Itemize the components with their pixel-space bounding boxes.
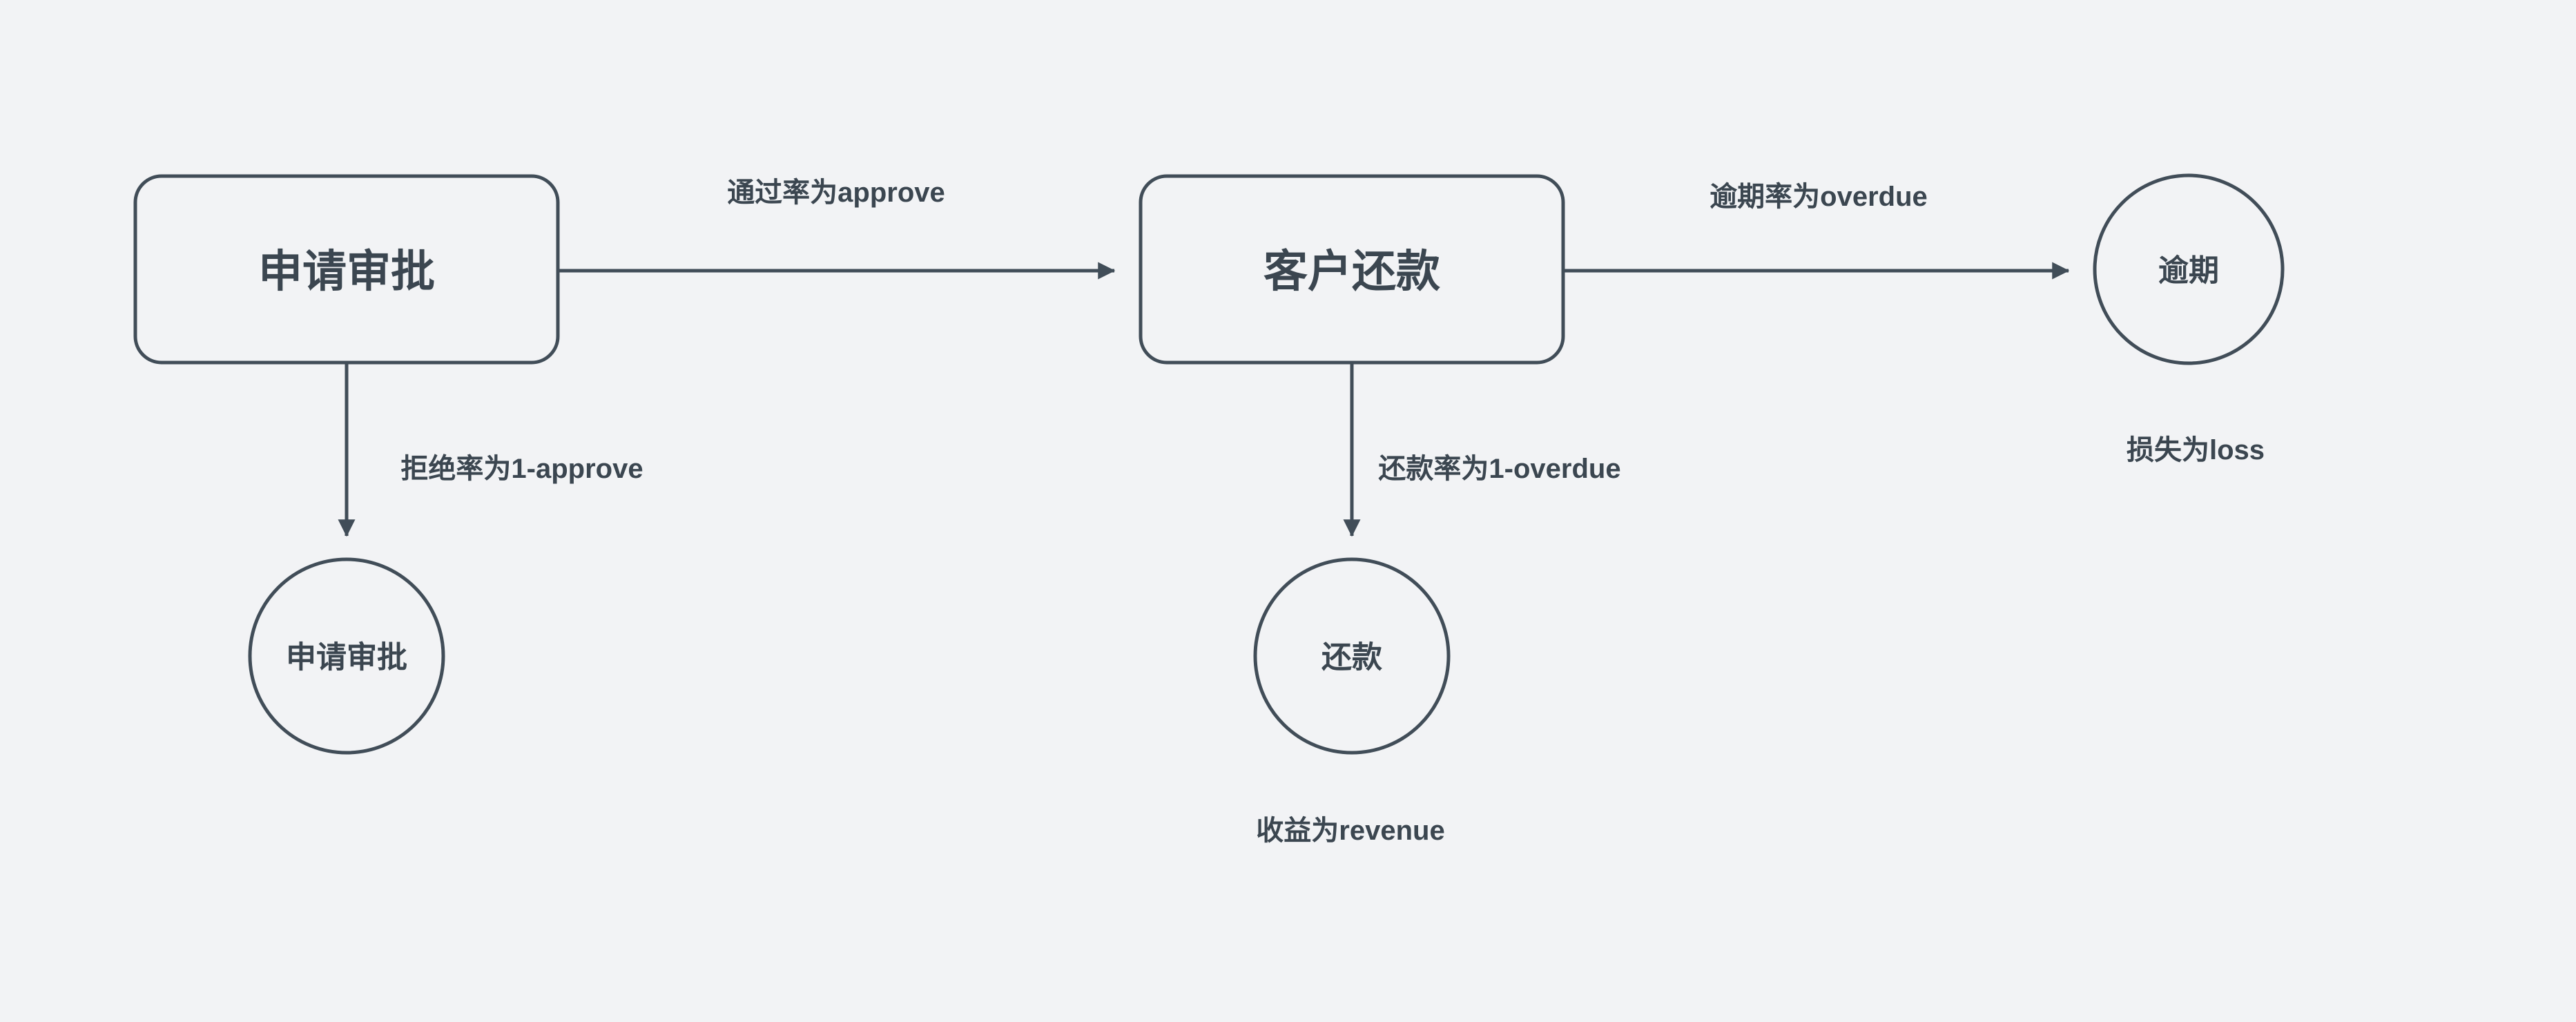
- application-approval-box[interactable]: 申请审批: [133, 174, 560, 365]
- overdue-circle-label: 逾期: [2158, 254, 2219, 288]
- repayment-circle[interactable]: 还款: [1253, 557, 1451, 755]
- revenue-annotation[interactable]: 收益为revenue: [1256, 816, 1444, 846]
- application-approval-box-label: 申请审批: [258, 247, 435, 296]
- customer-repayment-box[interactable]: 客户还款: [1139, 174, 1565, 365]
- repay-rate-label[interactable]: 还款率为1-overdue: [1378, 454, 1620, 484]
- approve-rate-label[interactable]: 通过率为approve: [727, 177, 945, 208]
- repayment-circle-label: 还款: [1321, 641, 1382, 675]
- customer-repayment-box-label: 客户还款: [1263, 247, 1440, 296]
- rejected-application-circle-label: 申请审批: [286, 641, 407, 675]
- overdue-circle[interactable]: 逾期: [2093, 173, 2285, 365]
- loss-annotation[interactable]: 损失为loss: [2127, 435, 2265, 465]
- reject-rate-label[interactable]: 拒绝率为1-approve: [400, 453, 643, 484]
- rejected-application-circle[interactable]: 申请审批: [248, 557, 445, 755]
- overdue-rate-label[interactable]: 逾期率为overdue: [1710, 182, 1928, 212]
